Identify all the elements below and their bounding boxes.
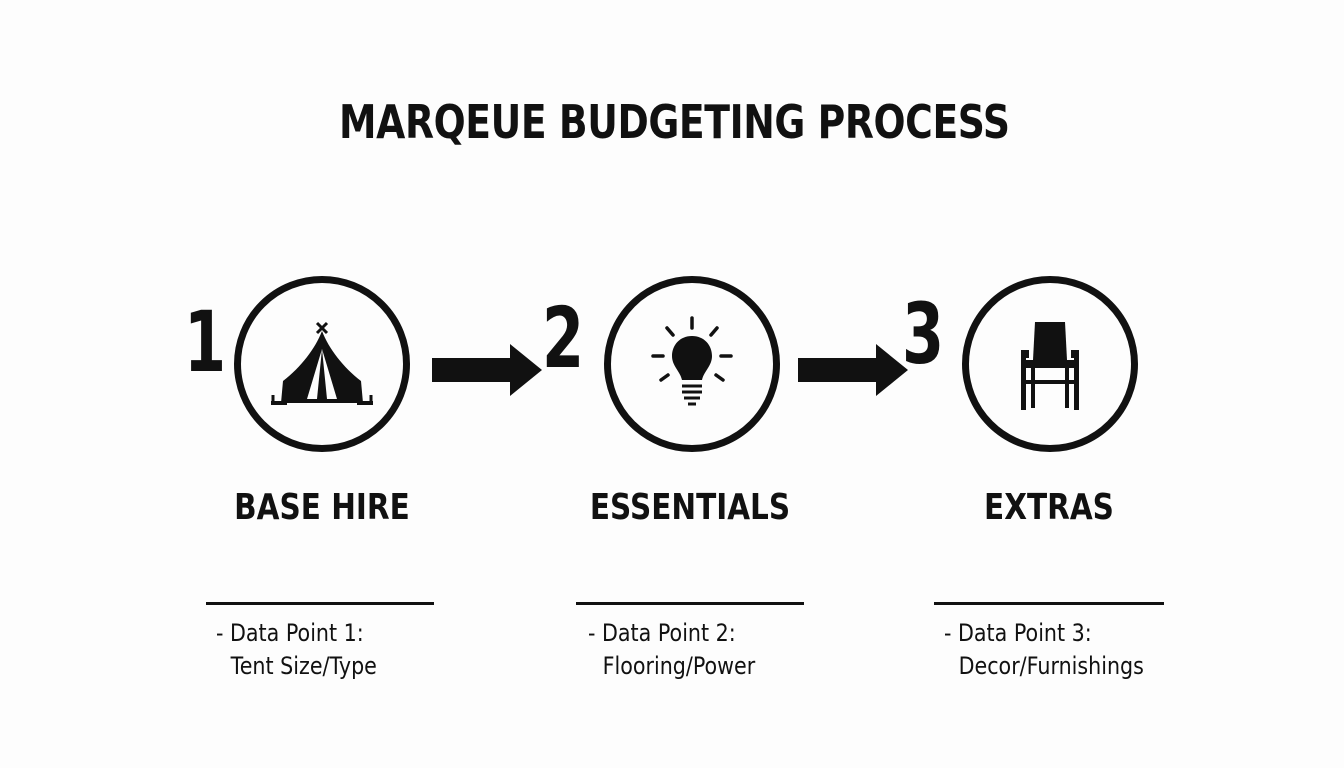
step-2-detail-line1: - Data Point 2:	[588, 619, 736, 647]
arrow-2-to-3	[798, 344, 908, 396]
step-2-number: 2	[542, 289, 585, 387]
step-1-label: BASE HIRE	[234, 487, 410, 528]
step-3-label: EXTRAS	[984, 487, 1114, 528]
step-1-detail-line2: Tent Size/Type	[230, 652, 377, 680]
step-3-detail: - Data Point 3: Decor/Furnishings	[944, 617, 1144, 683]
step-1-detail: - Data Point 1: Tent Size/Type	[216, 617, 377, 683]
step-2-circle	[604, 276, 780, 452]
step-3-circle	[962, 276, 1138, 452]
step-1-divider	[206, 602, 434, 605]
step-1-circle	[234, 276, 410, 452]
step-3-number: 3	[902, 285, 945, 383]
step-2-detail: - Data Point 2: Flooring/Power	[588, 617, 755, 683]
lightbulb-icon	[651, 316, 733, 406]
step-1-number: 1	[184, 293, 227, 391]
step-2-label: ESSENTIALS	[589, 487, 791, 528]
step-1-detail-line1: - Data Point 1:	[216, 619, 364, 647]
step-2-divider	[576, 602, 804, 605]
arrow-1-to-2	[432, 344, 542, 396]
step-3-detail-line1: - Data Point 3:	[944, 619, 1092, 647]
tent-icon	[271, 321, 373, 405]
step-2-detail-line2: Flooring/Power	[602, 652, 756, 680]
chair-icon	[1021, 322, 1079, 410]
diagram-title: MARQEUE BUDGETING PROCESS	[339, 95, 1010, 149]
step-3-divider	[934, 602, 1164, 605]
step-3-detail-line2: Decor/Furnishings	[958, 652, 1144, 680]
